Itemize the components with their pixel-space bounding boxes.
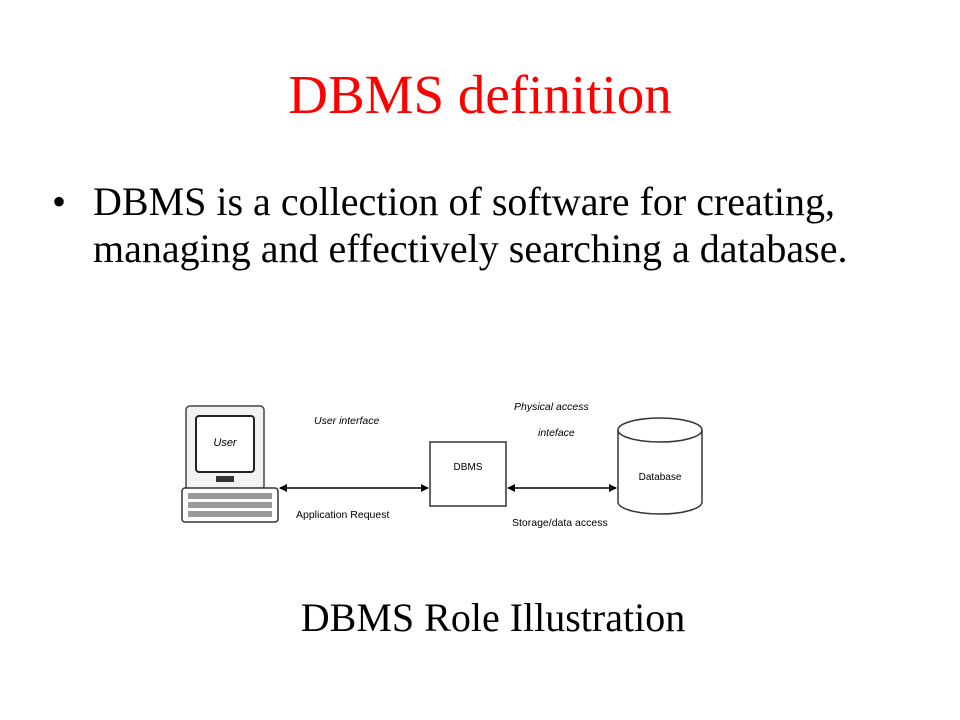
user-interface-label: User interface: [314, 415, 380, 427]
diagram-caption: DBMS Role Illustration: [300, 595, 686, 640]
keyboard-icon: [181, 487, 279, 523]
dbms-box: DBMS: [429, 441, 507, 507]
dbms-role-diagram: User User interface Application Request …: [181, 401, 703, 529]
bullet-text: DBMS is a collection of software for cre…: [93, 179, 848, 271]
dbms-label: DBMS: [454, 462, 483, 473]
interface-label: inteface: [538, 427, 575, 439]
application-request-label: Application Request: [296, 509, 389, 521]
database-label: Database: [639, 472, 682, 483]
physical-access-label: Physical access: [514, 401, 589, 413]
computer-icon: User: [185, 405, 265, 491]
slide-title: DBMS definition: [288, 64, 672, 125]
user-label: User: [213, 437, 238, 449]
storage-access-label: Storage/data access: [512, 517, 608, 529]
bullet-point-icon: •: [52, 179, 67, 224]
database-cylinder-icon: Database: [617, 417, 703, 515]
